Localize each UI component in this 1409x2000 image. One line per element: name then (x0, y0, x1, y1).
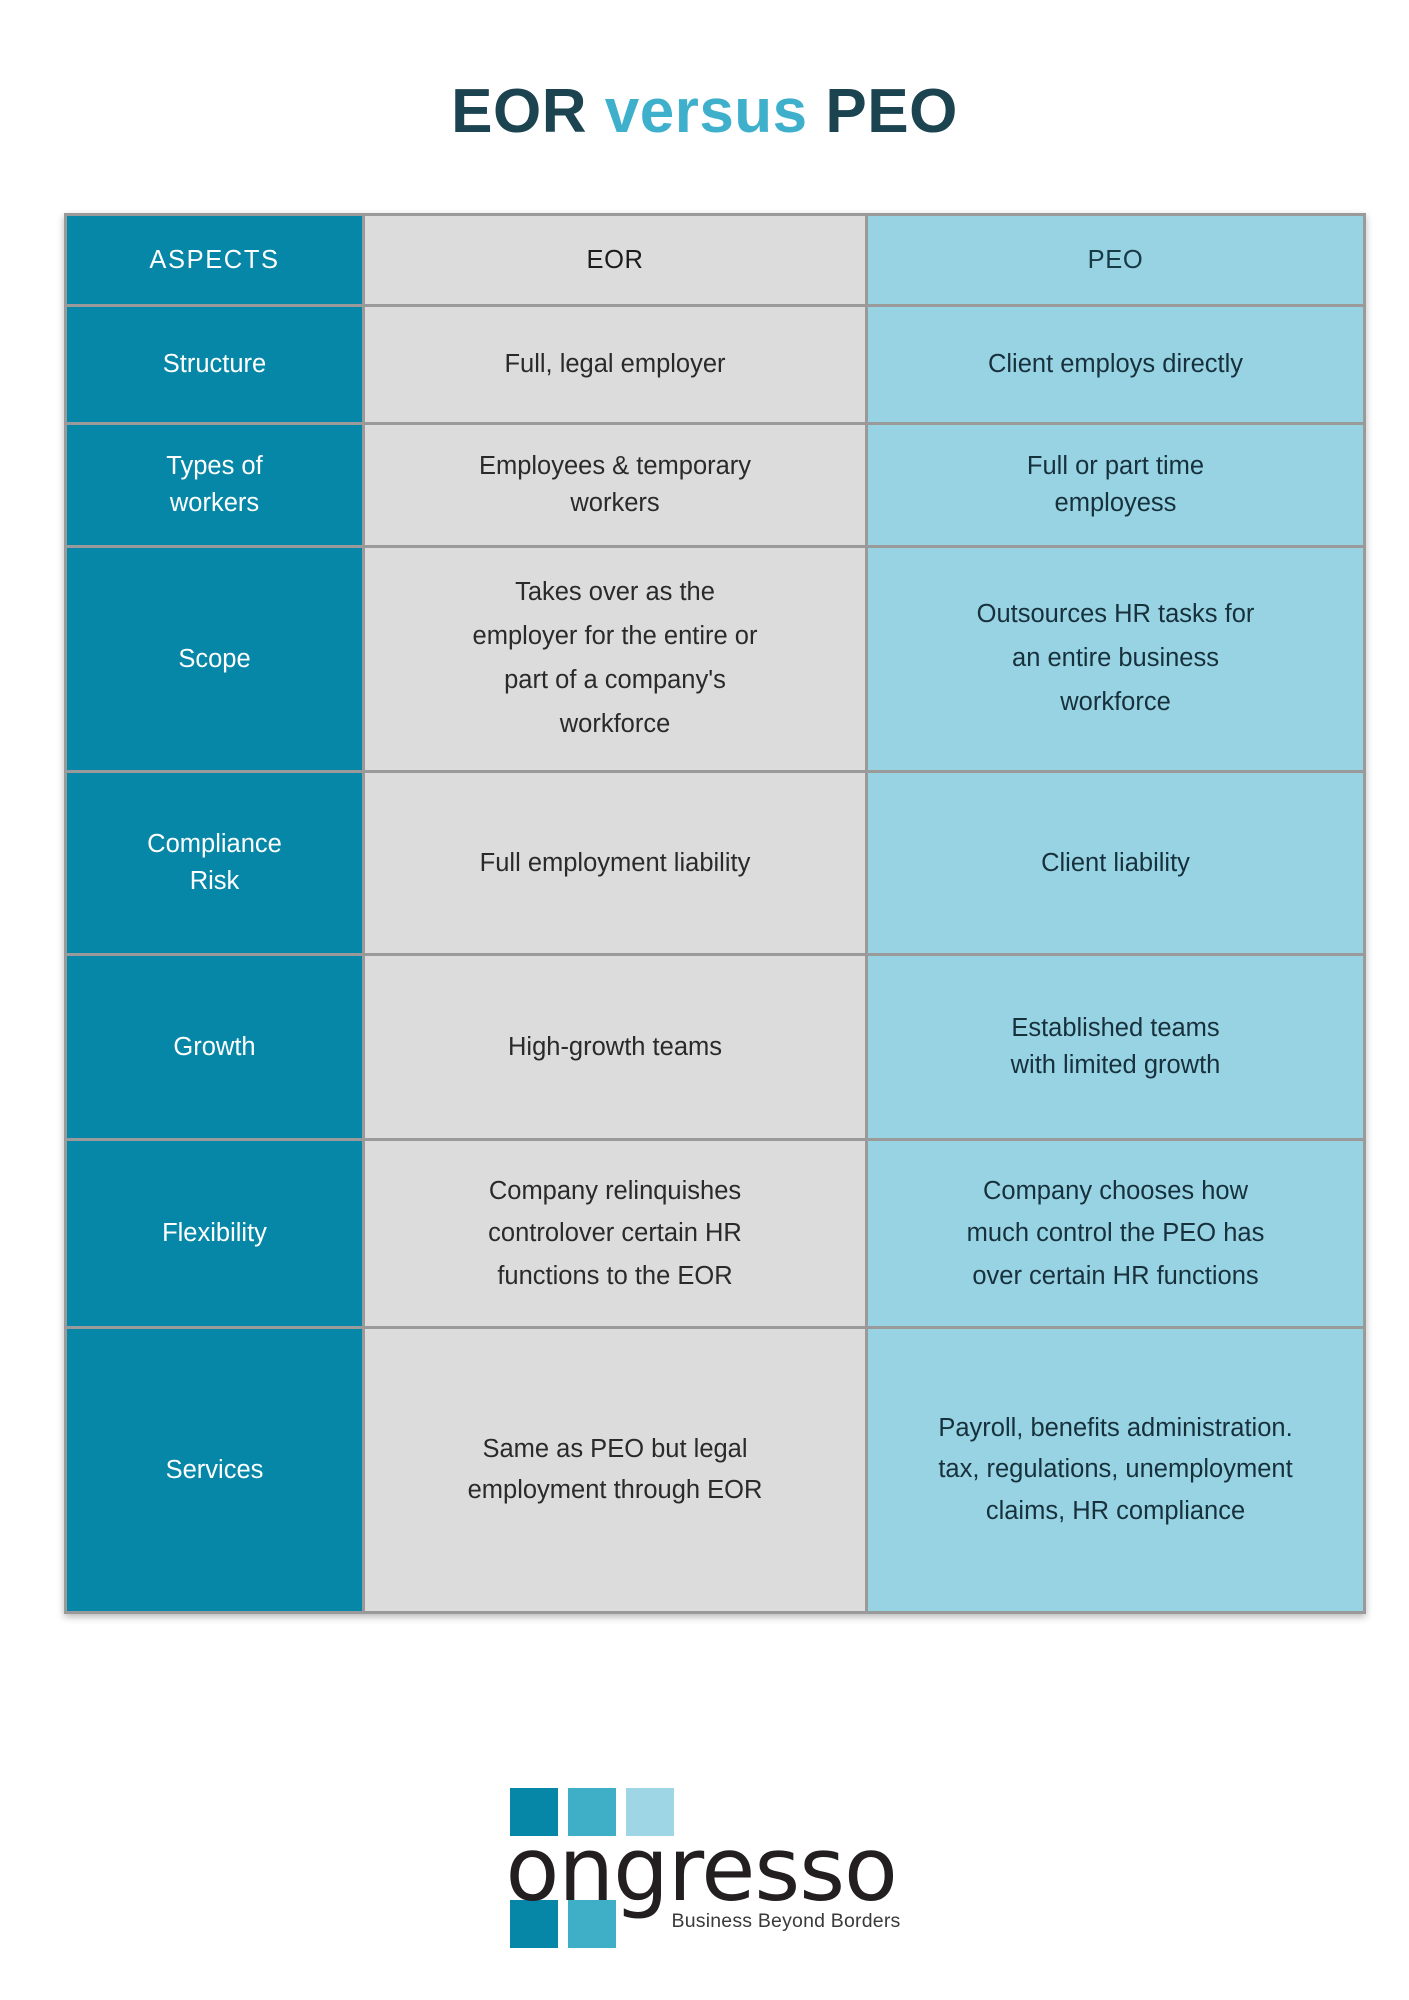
title-word-eor: EOR (451, 76, 587, 146)
eor-vs-peo-comparison-table: ASPECTS EOR PEO Structure Full, legal em… (64, 213, 1366, 1614)
column-header-peo: PEO (868, 216, 1363, 304)
cell-peo-flexibility: Company chooses how much control the PEO… (868, 1141, 1363, 1326)
logo-tagline: Business Beyond Borders (671, 1910, 901, 1932)
table-row: Compliance Risk Full employment liabilit… (67, 773, 1363, 953)
row-label-types-of-workers: Types of workers (67, 425, 362, 545)
cell-eor-scope: Takes over as the employer for the entir… (365, 548, 865, 770)
table-header-row: ASPECTS EOR PEO (67, 216, 1363, 304)
row-label-growth: Growth (67, 956, 362, 1138)
logo-square-icon-3 (625, 1788, 674, 1836)
cell-eor-types-of-workers: Employees & temporary workers (365, 425, 865, 545)
column-header-aspects: ASPECTS (67, 216, 362, 304)
logo-square-icon-1 (509, 1788, 558, 1836)
title-word-peo: PEO (825, 76, 958, 146)
brand-logo: ongresso Business Beyond Borders (0, 1788, 1409, 1958)
comparison-table-container: ASPECTS EOR PEO Structure Full, legal em… (64, 213, 1366, 1614)
table-row: Scope Takes over as the employer for the… (67, 548, 1363, 770)
row-label-structure: Structure (67, 307, 362, 422)
row-label-scope: Scope (67, 548, 362, 770)
table-row: Structure Full, legal employer Client em… (67, 307, 1363, 422)
cell-eor-flexibility: Company relinquishes controlover certain… (365, 1141, 865, 1326)
cell-peo-growth: Established teams with limited growth (868, 956, 1363, 1138)
row-label-services: Services (67, 1329, 362, 1611)
cell-peo-compliance-risk: Client liability (868, 773, 1363, 953)
cell-eor-compliance-risk: Full employment liability (365, 773, 865, 953)
cell-peo-services: Payroll, benefits administration. tax, r… (868, 1329, 1363, 1611)
table-row: Growth High-growth teams Established tea… (67, 956, 1363, 1138)
cell-eor-growth: High-growth teams (365, 956, 865, 1138)
table-row: Types of workers Employees & temporary w… (67, 425, 1363, 545)
page-title: EOR versus PEO (0, 76, 1409, 146)
title-word-versus: versus (604, 76, 808, 146)
page-header: EOR versus PEO (0, 0, 1409, 146)
logo-square-icon-5 (567, 1900, 616, 1948)
cell-peo-types-of-workers: Full or part time employess (868, 425, 1363, 545)
cell-eor-services: Same as PEO but legal employment through… (365, 1329, 865, 1611)
cell-peo-structure: Client employs directly (868, 307, 1363, 422)
column-header-eor: EOR (365, 216, 865, 304)
logo-square-icon-2 (567, 1788, 616, 1836)
logo-wordmark: ongresso (505, 1818, 898, 1921)
row-label-flexibility: Flexibility (67, 1141, 362, 1326)
table-row: Flexibility Company relinquishes control… (67, 1141, 1363, 1326)
row-label-compliance-risk: Compliance Risk (67, 773, 362, 953)
logo-square-icon-4 (509, 1900, 558, 1948)
table-row: Services Same as PEO but legal employmen… (67, 1329, 1363, 1611)
cell-eor-structure: Full, legal employer (365, 307, 865, 422)
logo-inner: ongresso Business Beyond Borders (500, 1788, 910, 1958)
cell-peo-scope: Outsources HR tasks for an entire busine… (868, 548, 1363, 770)
